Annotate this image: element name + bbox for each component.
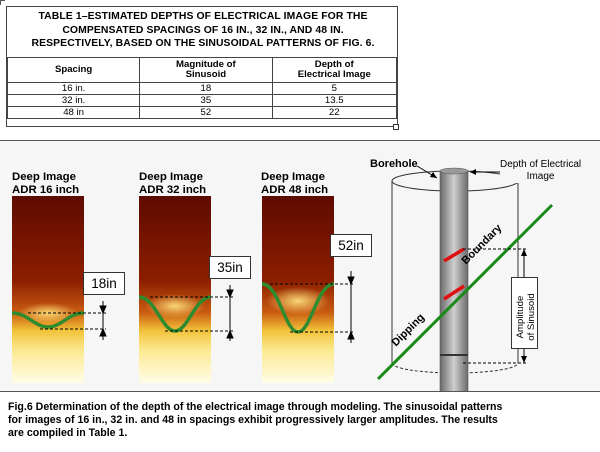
table-caption-line: TABLE 1–ESTIMATED DEPTHS OF ELECTRICAL I… — [38, 11, 368, 22]
amplitude-label-48: 52in — [330, 234, 372, 257]
cell-magnitude: 52 — [139, 106, 273, 119]
cell-spacing: 16 in. — [6, 82, 141, 95]
dimension-48 — [270, 271, 355, 343]
table-caption: TABLE 1–ESTIMATED DEPTHS OF ELECTRICAL I… — [7, 10, 399, 51]
image-panel-16 — [11, 196, 85, 383]
cell-spacing: 32 in. — [6, 94, 141, 107]
caption-line: are compiled in Table 1. — [8, 427, 128, 439]
cell-depth: 22 — [271, 106, 397, 119]
amplitude-label-32: 35in — [209, 256, 251, 279]
caption-line: Fig.6 Determination of the depth of the … — [8, 401, 503, 413]
figure-caption: Fig.6 Determination of the depth of the … — [8, 401, 593, 440]
table-caption-line: COMPENSATED SPACINGS OF 16 IN., 32 IN., … — [62, 24, 344, 36]
table-caption-line: RESPECTIVELY, BASED ON THE SINUSOIDAL PA… — [31, 38, 375, 49]
image-panel-48 — [261, 196, 335, 383]
image-panel-32 — [138, 196, 212, 383]
table-row: 48 in 52 22 — [6, 106, 397, 119]
col-header-spacing: Spacing — [6, 57, 141, 83]
table-1: TABLE 1–ESTIMATED DEPTHS OF ELECTRICAL I… — [6, 6, 398, 127]
figure-graphics — [11, 164, 554, 391]
sinusoid-marker — [443, 284, 465, 301]
cell-depth: 5 — [271, 82, 397, 95]
dimension-32 — [150, 285, 234, 341]
table-row: 32 in. 35 13.5 — [6, 94, 397, 107]
cell-depth: 13.5 — [271, 94, 397, 107]
cell-spacing: 48 in — [6, 106, 141, 119]
dimension-16 — [28, 301, 107, 340]
table-row: 16 in. 18 5 — [6, 82, 397, 95]
borehole-label: Borehole — [370, 158, 418, 170]
sinusoid-marker — [443, 247, 465, 263]
resize-handle[interactable] — [393, 124, 399, 130]
caption-line: for images of 16 in., 32 in. and 48 in s… — [8, 414, 498, 426]
borehole-diagram — [376, 164, 554, 391]
cell-magnitude: 18 — [139, 82, 273, 95]
cell-magnitude: 35 — [139, 94, 273, 107]
sinusoid-curve — [11, 311, 85, 329]
logging-tool — [439, 170, 469, 391]
corner-mark — [0, 0, 5, 5]
amplitude-label-16: 18in — [83, 272, 125, 295]
